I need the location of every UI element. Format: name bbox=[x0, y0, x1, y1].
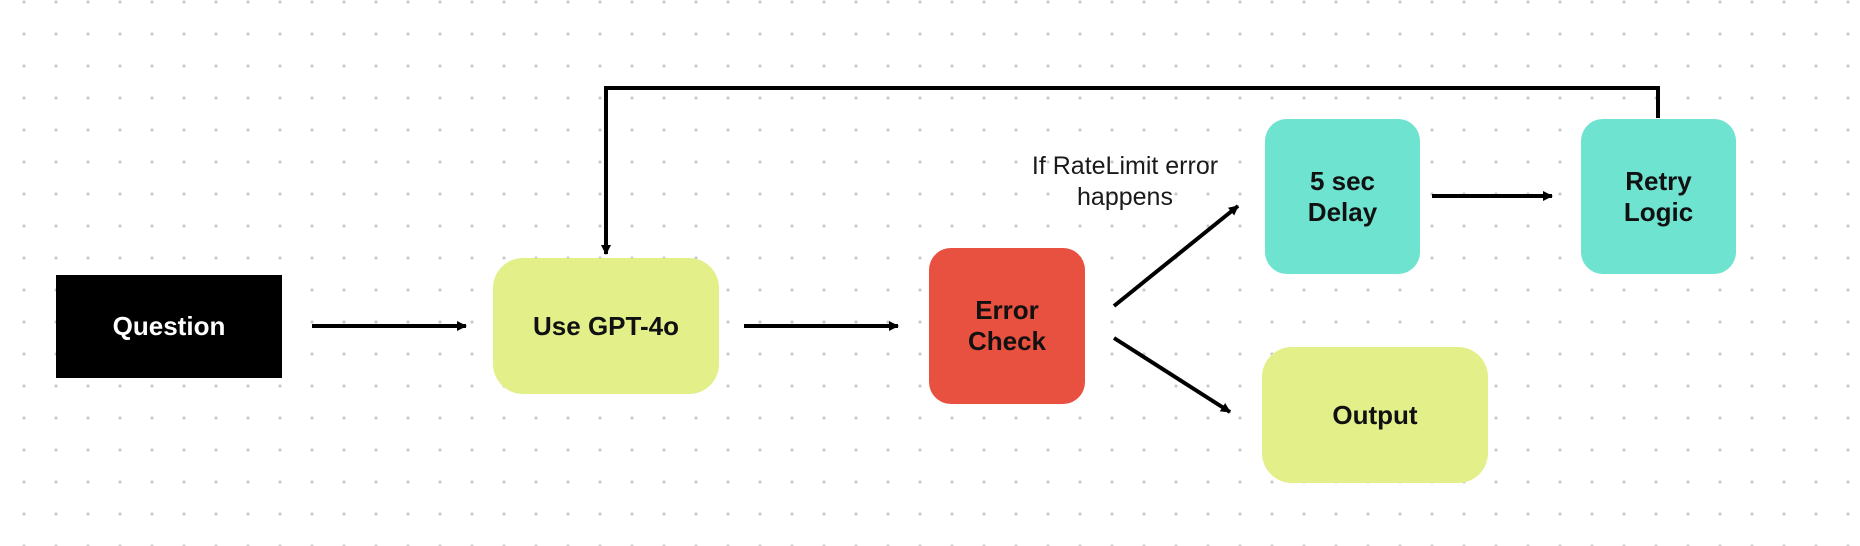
edge-retry-loop-to-gpt bbox=[601, 86, 1660, 255]
rate-limit-edge-label: If RateLimit error happens bbox=[1031, 152, 1219, 211]
use-gpt-4o-node[interactable]: Use GPT-4o bbox=[493, 258, 719, 394]
error-check-node[interactable]: Error Check bbox=[929, 248, 1085, 404]
output-node[interactable]: Output bbox=[1262, 347, 1488, 483]
question-node[interactable]: Question bbox=[56, 275, 282, 378]
retry-logic-node[interactable]: Retry Logic bbox=[1581, 119, 1736, 274]
delay-node[interactable]: 5 sec Delay bbox=[1265, 119, 1420, 274]
edge-error-check-to-output bbox=[1112, 336, 1232, 414]
edge-error-check-to-delay bbox=[1112, 204, 1240, 308]
